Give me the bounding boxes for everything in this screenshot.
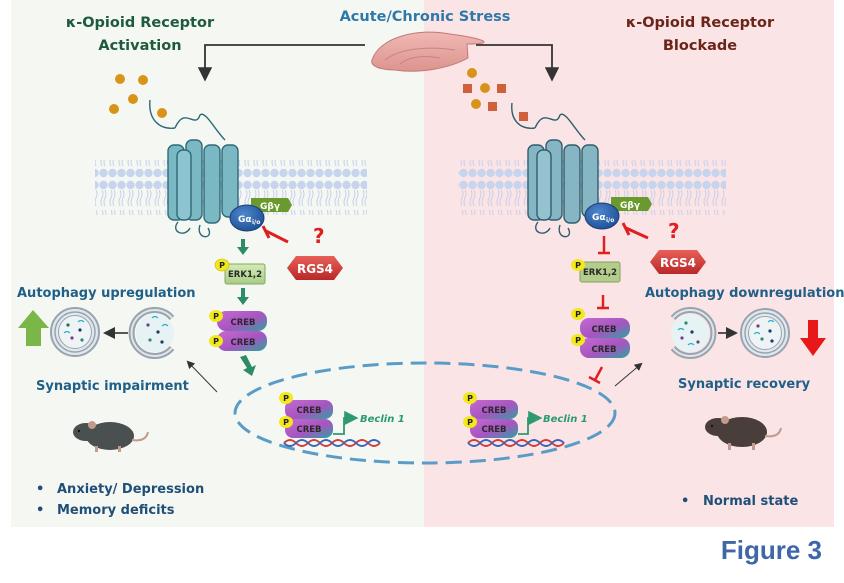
beclin1-gene-right: Beclin 1 xyxy=(543,414,588,425)
svg-text:i/o: i/o xyxy=(606,217,614,224)
figure-label: Figure 3 xyxy=(721,535,822,565)
transcription-arrow-left xyxy=(333,410,359,435)
svg-text:P: P xyxy=(219,261,225,270)
rgs4-left: RGS4 xyxy=(287,256,343,280)
rgs4-inhibition-bar-left xyxy=(261,225,271,239)
transcription-arrow-right xyxy=(518,410,543,435)
beclin1-gene-left: Beclin 1 xyxy=(360,414,405,425)
activation-arrow-ga-erk xyxy=(237,239,249,255)
left-outcomes-list: • Anxiety/ Depression • Memory deficits xyxy=(36,482,204,518)
svg-text:CREB: CREB xyxy=(591,345,616,355)
activation-arrow-creb-nucleus xyxy=(240,355,256,376)
svg-text:P: P xyxy=(575,261,581,270)
svg-text:P: P xyxy=(467,394,473,403)
creb-dimer-right: CREB CREB P P xyxy=(571,308,630,358)
g-alpha-io-left: Gα i/o xyxy=(229,204,265,232)
rgs4-inhibition-bar-right xyxy=(621,222,631,236)
hippocampus-brain-icon xyxy=(371,31,485,72)
svg-text:P: P xyxy=(213,337,219,346)
dna-helix-right xyxy=(467,439,565,447)
svg-text:Gβγ: Gβγ xyxy=(620,201,640,211)
mouse-left-icon xyxy=(73,421,149,452)
autophagy-upregulation-label: Autophagy upregulation xyxy=(17,286,196,301)
outcome-anxiety-depression: Anxiety/ Depression xyxy=(57,482,204,497)
nucleus-boundary xyxy=(233,361,617,465)
svg-text:ERK1,2: ERK1,2 xyxy=(583,268,617,278)
svg-text:RGS4: RGS4 xyxy=(297,262,333,276)
erk12-left: ERK1,2 xyxy=(224,263,266,285)
stress-label: Acute/Chronic Stress xyxy=(340,9,511,25)
down-arrow-icon xyxy=(800,320,826,356)
dna-helix-left xyxy=(283,439,381,447)
synaptic-impairment-label: Synaptic impairment xyxy=(36,379,189,394)
g-beta-gamma-right: Gβγ xyxy=(611,197,652,211)
svg-text:CREB: CREB xyxy=(296,425,321,435)
inhibition-erk-creb xyxy=(597,295,609,310)
svg-text:•: • xyxy=(36,482,44,497)
nuclear-creb-left: CREB CREB P P xyxy=(279,392,333,438)
synaptic-recovery-label: Synaptic recovery xyxy=(678,377,811,392)
arrow-stress-to-blockade xyxy=(476,44,560,82)
creb-dimer-left: CREB CREB P P xyxy=(209,310,267,351)
svg-text:Gα: Gα xyxy=(238,215,252,225)
nuclear-creb-right: CREB CREB P P xyxy=(463,392,518,438)
outcome-normal-state: Normal state xyxy=(703,494,798,509)
svg-text:•: • xyxy=(36,503,44,518)
arrow-nucleus-to-autophagy-right xyxy=(614,362,643,387)
svg-text:P: P xyxy=(575,336,581,345)
rgs4-inhibition-line-right xyxy=(625,226,649,240)
phagophore-right-icon xyxy=(670,307,717,359)
svg-text:CREB: CREB xyxy=(230,318,255,328)
mouse-right-icon xyxy=(705,416,782,450)
arrow-nucleus-to-autophagy-left xyxy=(186,360,218,393)
svg-text:P: P xyxy=(467,418,473,427)
svg-text:CREB: CREB xyxy=(481,425,506,435)
svg-text:ERK1,2: ERK1,2 xyxy=(228,270,262,280)
arrow-stress-to-activation xyxy=(197,44,365,82)
question-mark-left: ? xyxy=(313,224,325,248)
outcome-memory-deficits: Memory deficits xyxy=(57,503,175,518)
svg-text:CREB: CREB xyxy=(591,325,616,335)
autophagy-downregulation-label: Autophagy downregulation xyxy=(645,286,844,301)
right-title-line1: κ-Opioid Receptor xyxy=(626,15,775,31)
rgs4-inhibition-line-left xyxy=(265,229,289,244)
left-title-line1: κ-Opioid Receptor xyxy=(66,15,215,31)
inhibition-ga-erk xyxy=(598,236,610,255)
activation-arrow-erk-creb xyxy=(237,288,249,305)
right-title-line2: Blockade xyxy=(663,38,737,54)
erk12-right: ERK1,2 xyxy=(579,261,621,283)
right-panel-blockade xyxy=(424,0,834,527)
rgs4-right: RGS4 xyxy=(650,250,706,274)
g-beta-gamma-left: Gβγ xyxy=(251,198,292,212)
svg-text:•: • xyxy=(681,494,689,509)
up-arrow-icon xyxy=(18,310,49,346)
svg-text:CREB: CREB xyxy=(230,338,255,348)
phospho-erk-right: P xyxy=(571,259,585,271)
question-mark-right: ? xyxy=(668,219,680,243)
kappa-opioid-receptor-left xyxy=(149,99,239,238)
inhibition-creb-nucleus xyxy=(588,366,604,385)
svg-text:P: P xyxy=(283,418,289,427)
svg-text:i/o: i/o xyxy=(252,219,260,226)
autolysosome-right-icon xyxy=(740,308,790,358)
antagonist-ligands xyxy=(463,68,528,121)
svg-text:P: P xyxy=(213,312,219,321)
agonist-ligands xyxy=(109,74,167,118)
phospho-erk-left: P xyxy=(214,258,230,272)
svg-text:CREB: CREB xyxy=(481,406,506,416)
svg-text:P: P xyxy=(283,394,289,403)
svg-text:Gβγ: Gβγ xyxy=(260,202,280,212)
g-alpha-io-right: Gα i/o xyxy=(584,202,620,230)
autolysosome-left-icon xyxy=(50,307,100,357)
phagophore-left-icon xyxy=(128,307,175,359)
svg-text:P: P xyxy=(575,310,581,319)
svg-text:CREB: CREB xyxy=(296,406,321,416)
svg-text:Gα: Gα xyxy=(592,213,606,223)
right-outcomes-list: • Normal state xyxy=(681,494,798,509)
svg-text:RGS4: RGS4 xyxy=(660,256,696,270)
left-title-line2: Activation xyxy=(98,38,181,54)
